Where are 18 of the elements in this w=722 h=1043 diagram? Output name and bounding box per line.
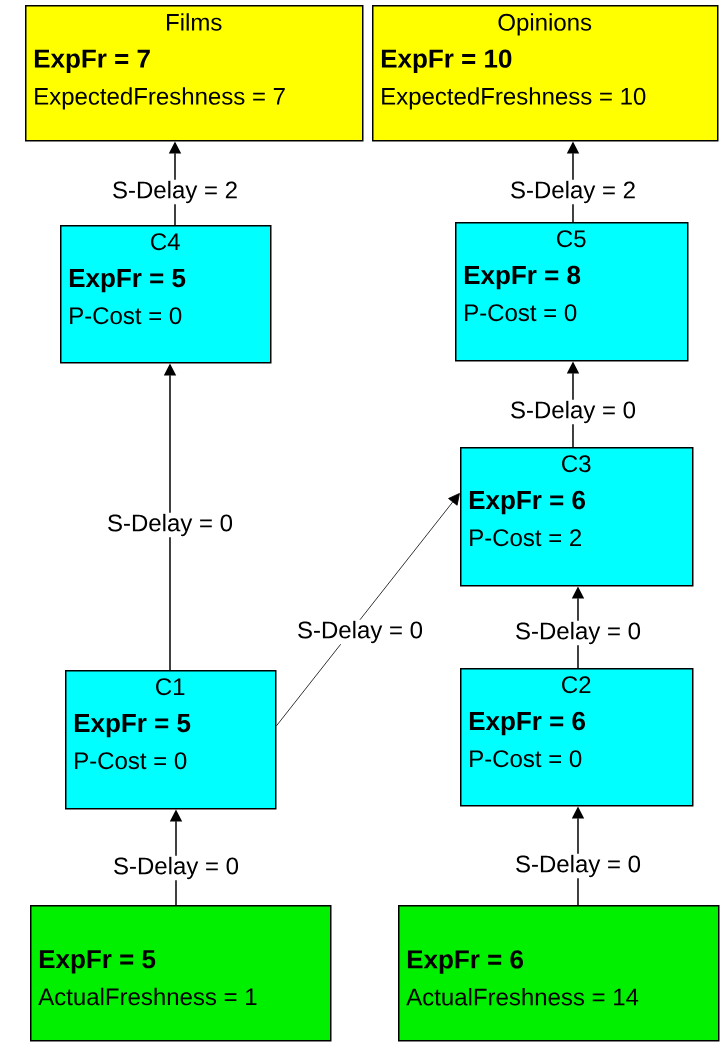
- edge-label: S-Delay = 0: [105, 512, 235, 538]
- process-box: C5 ExpFr = 8 P-Cost = 0: [455, 222, 689, 362]
- target-box: Films ExpFr = 7 ExpectedFreshness = 7: [25, 5, 364, 142]
- process-box: C2 ExpFr = 6 P-Cost = 0: [460, 668, 694, 807]
- process-box: C1 ExpFr = 5 P-Cost = 0: [65, 670, 277, 810]
- edge-label: S-Delay = 0: [508, 399, 638, 425]
- source-box: ExpFr = 5 ActualFreshness = 1: [30, 905, 332, 1042]
- process-box: C3 ExpFr = 6 P-Cost = 2: [460, 447, 694, 587]
- edge-label: S-Delay = 2: [508, 179, 638, 205]
- arrow: [276, 493, 460, 727]
- edge-label: S-Delay = 0: [513, 853, 643, 879]
- edge-label: S-Delay = 0: [295, 619, 425, 645]
- edge-label: S-Delay = 2: [110, 179, 240, 205]
- source-box: ExpFr = 6 ActualFreshness = 14: [398, 905, 720, 1042]
- process-box: C4 ExpFr = 5 P-Cost = 0: [60, 225, 272, 364]
- target-box: Opinions ExpFr = 10 ExpectedFreshness = 10: [372, 5, 719, 142]
- edge-label: S-Delay = 0: [111, 855, 241, 881]
- edge-label: S-Delay = 0: [513, 620, 643, 646]
